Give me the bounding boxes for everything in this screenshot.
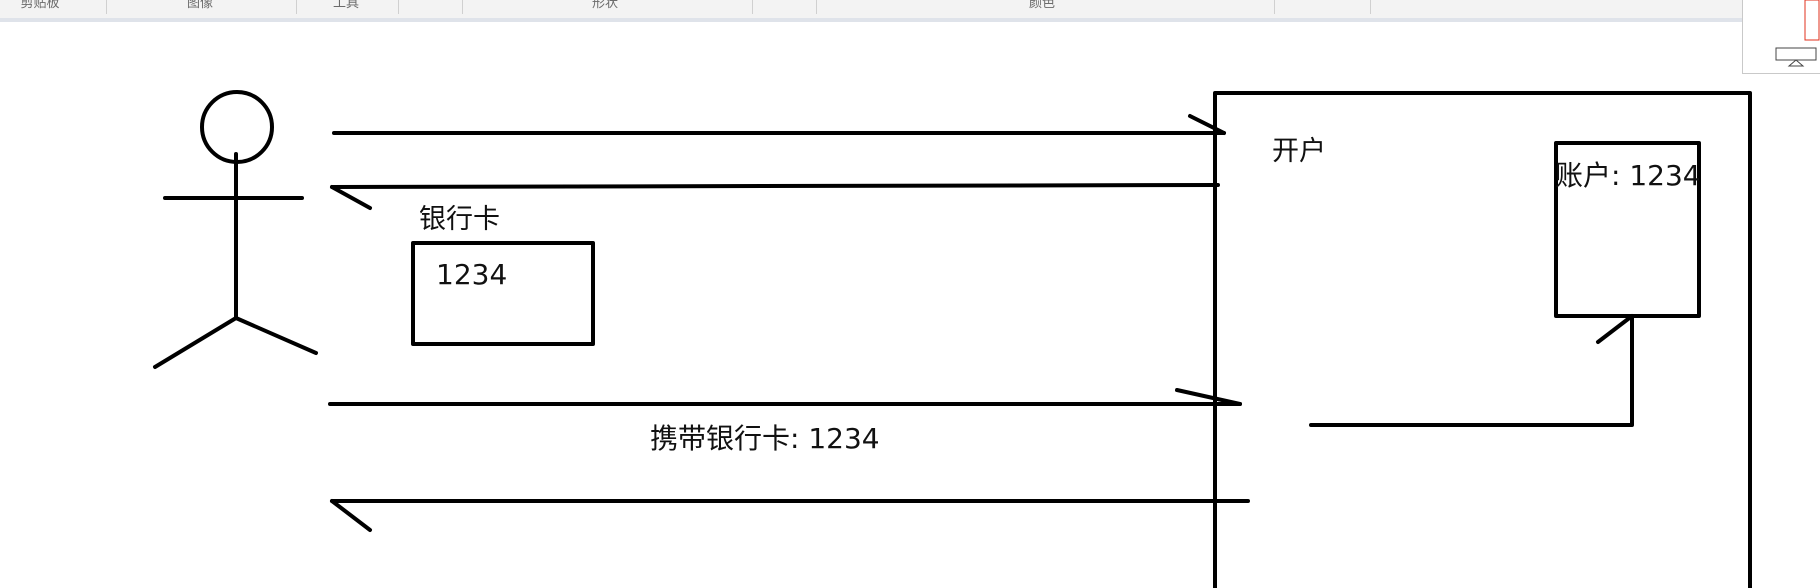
stick-figure-left-leg: [153, 316, 238, 369]
ribbon-group-label: 剪贴板: [20, 0, 60, 11]
account-box: [1554, 141, 1701, 318]
ribbon-group-colors[interactable]: 颜色: [1002, 0, 1082, 14]
thumbnail-preview[interactable]: [1742, 0, 1820, 74]
ribbon-separator: [1274, 0, 1275, 14]
ribbon-group-label: 形状: [591, 0, 618, 11]
thumbnail-preview-graphic: [1775, 0, 1820, 67]
bank-card-box: [411, 241, 595, 346]
open-account-label: 开户: [1272, 136, 1326, 167]
arrow-carry-card-head: [1175, 388, 1242, 406]
bank-box: [1213, 91, 1752, 588]
ribbon-separator: [398, 0, 399, 14]
ribbon-group-image[interactable]: 图像: [160, 0, 240, 14]
account-box-label: 账户: 1234: [1555, 159, 1701, 192]
card-number-label: 1234: [436, 258, 507, 291]
account-connector-arrow-head: [1596, 314, 1634, 344]
stick-figure-head: [200, 90, 274, 164]
stick-figure-right-leg: [234, 316, 318, 355]
ribbon-group-label: 工具: [332, 0, 359, 11]
arrow-issue-card: [330, 183, 1220, 189]
ribbon-group-tools[interactable]: 工具: [306, 0, 386, 14]
ribbon-group-label: 颜色: [1028, 0, 1055, 11]
arrow-open-account-request-head: [1188, 114, 1226, 135]
ribbon-separator: [1370, 0, 1371, 14]
ribbon-group-label-strip: 剪贴板 图像 工具 形状 颜色: [0, 0, 1820, 22]
ribbon-separator: [462, 0, 463, 14]
ribbon-separator: [106, 0, 107, 14]
ribbon-separator: [296, 0, 297, 14]
carry-card-label: 携带银行卡: 1234: [650, 422, 880, 455]
account-connector-line: [1309, 314, 1634, 427]
arrow-issue-card-head: [330, 185, 372, 210]
thumbnail-red-frame: [1804, 0, 1820, 41]
ribbon-separator: [816, 0, 817, 14]
ribbon-group-label: 图像: [186, 0, 213, 11]
ribbon-separator: [752, 0, 753, 14]
ribbon-group-shapes[interactable]: 形状: [565, 0, 645, 14]
monitor-icon-base: [1787, 59, 1805, 67]
arrow-response-head: [330, 499, 372, 532]
bank-card-label: 银行卡: [419, 204, 500, 235]
ribbon-group-clipboard[interactable]: 剪贴板: [0, 0, 80, 14]
